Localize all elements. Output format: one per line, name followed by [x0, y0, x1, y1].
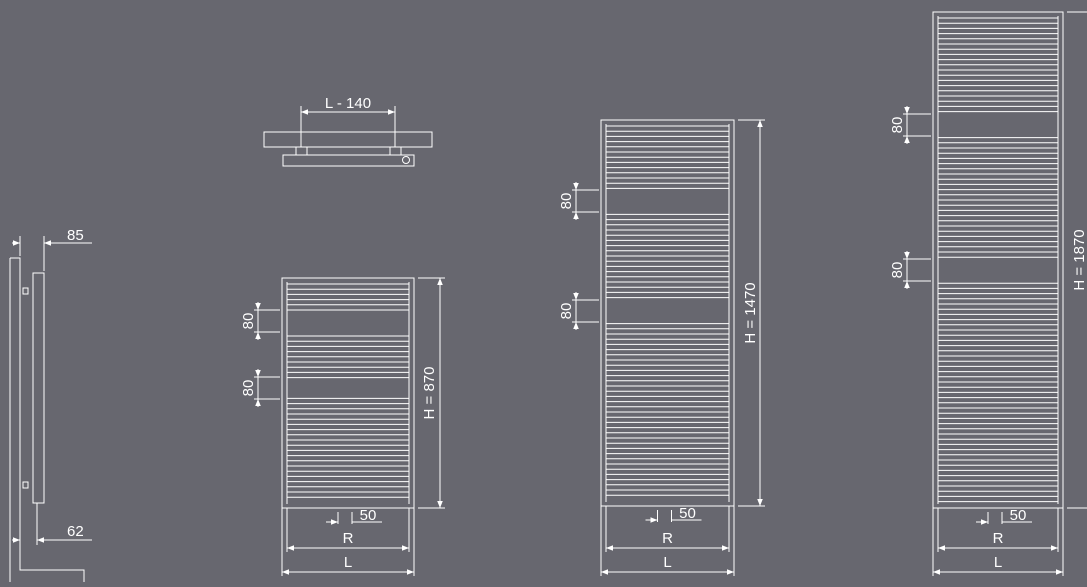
height-label: H = 1470: [742, 282, 759, 343]
top-bracket-right: [389, 146, 402, 156]
side-view: 85 62: [9, 227, 92, 582]
radiator-frame: [600, 119, 735, 507]
gap-label: 80: [889, 262, 906, 279]
valve-icon: [402, 156, 410, 164]
radiator-top-profile: [282, 154, 415, 167]
top-view: L - 140: [263, 95, 433, 167]
radiator-side-profile: [32, 272, 45, 504]
bracket-bottom: [22, 481, 29, 489]
gap-label: 80: [558, 193, 575, 210]
top-bracket-left: [295, 146, 308, 156]
gap-label: 80: [240, 380, 257, 397]
l-label: L: [994, 554, 1002, 571]
offset-label: 62: [67, 523, 84, 540]
r-label: R: [343, 530, 354, 547]
gap-label: 80: [889, 117, 906, 134]
bracket-top: [22, 287, 29, 295]
gap-label: 80: [558, 303, 575, 320]
wall-plate: [263, 131, 433, 148]
wall-profile: [9, 257, 85, 582]
l-label: L: [344, 554, 352, 571]
depth-label: 85: [67, 227, 84, 244]
pipe-label: 50: [1010, 507, 1027, 524]
gap-label: 80: [240, 313, 257, 330]
height-label: H = 870: [421, 367, 438, 420]
r-label: R: [662, 530, 673, 547]
pipe-label: 50: [679, 505, 696, 522]
r-label: R: [993, 530, 1004, 547]
spacing-label: L - 140: [325, 95, 371, 112]
radiator-frame: [281, 277, 415, 509]
height-label: H = 1870: [1071, 229, 1087, 290]
pipe-label: 50: [360, 507, 377, 524]
radiator-frame: [932, 11, 1064, 509]
l-label: L: [663, 554, 671, 571]
